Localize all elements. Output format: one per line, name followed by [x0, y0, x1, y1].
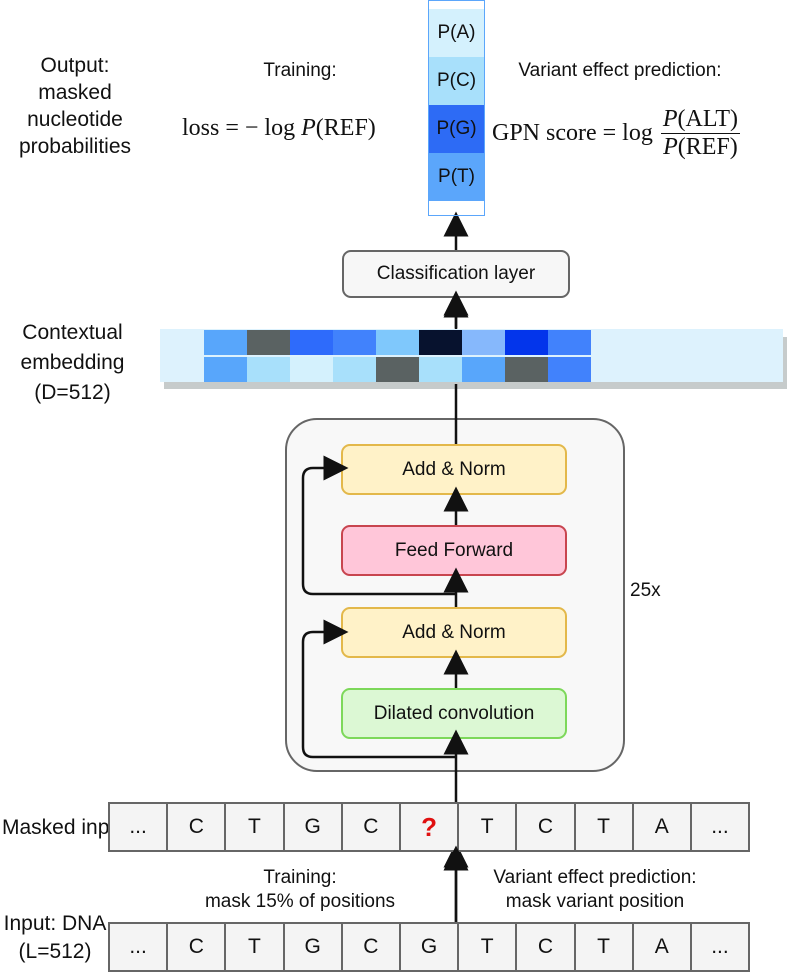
- embedding-row-2-cell: [419, 357, 462, 382]
- embedding-row-2-cell: [247, 357, 290, 382]
- nucleotide-cell: T: [226, 804, 285, 850]
- contextual-embedding-label: Contextual embedding (D=512): [20, 321, 125, 404]
- embedding-row-1-cell: [376, 330, 419, 355]
- nucleotide-cell: C: [343, 924, 401, 970]
- input-dna-label: Input: DNA (L=512): [3, 912, 107, 963]
- nucleotide-cell: ...: [110, 924, 169, 970]
- vep-mask-note: Variant effect prediction: mask variant …: [493, 867, 697, 912]
- embedding-row-1-cell: [548, 330, 591, 355]
- embedding-row-2-cell: [462, 357, 505, 382]
- prob-a: P(A): [429, 9, 484, 57]
- nucleotide-cell: C: [517, 924, 576, 970]
- masked-input-label: Masked input: [2, 816, 127, 839]
- output-label: Output: masked nucleotide probabilities: [18, 54, 132, 158]
- embedding-row-1-cell: [290, 330, 333, 355]
- embedding-row-2-cell: [333, 357, 376, 382]
- nucleotide-cell: G: [285, 804, 343, 850]
- nucleotide-cell: ...: [110, 804, 169, 850]
- nucleotide-cell: ...: [711, 935, 729, 958]
- nucleotide-cell: T: [576, 924, 634, 970]
- nucleotide-cell: T: [459, 804, 518, 850]
- nucleotide-cell: A: [634, 924, 692, 970]
- embedding-row-2: [204, 357, 591, 382]
- embedding-row-1: [204, 330, 591, 355]
- prob-t: P(T): [429, 153, 484, 201]
- embedding-row-2-cell: [548, 357, 591, 382]
- nucleotide-cell: C: [517, 804, 576, 850]
- gpn-score-formula: GPN score = log P(ALT) P(REF): [492, 106, 740, 160]
- add-norm-top: Add & Norm: [341, 444, 567, 495]
- embedding-row-1-cell: [204, 330, 247, 355]
- loss-formula: loss = − log P(REF): [182, 115, 376, 141]
- nucleotide-cell: T: [226, 924, 285, 970]
- vep-title: Variant effect prediction:: [518, 60, 722, 81]
- nucleotide-cell: A: [634, 804, 692, 850]
- nucleotide-cell: G: [285, 924, 343, 970]
- embedding-row-1-cell: [247, 330, 290, 355]
- nucleotide-cell: ...: [711, 815, 729, 838]
- training-title: Training:: [263, 60, 337, 81]
- embedding-row-1-cell: [505, 330, 548, 355]
- embedding-row-2-cell: [505, 357, 548, 382]
- embedding-row-1-cell: [333, 330, 376, 355]
- nucleotide-cell: C: [343, 804, 401, 850]
- nucleotide-cell: T: [459, 924, 518, 970]
- feed-forward: Feed Forward: [341, 525, 567, 576]
- nucleotide-cell: G: [401, 924, 460, 970]
- add-norm-bottom: Add & Norm: [341, 607, 567, 658]
- embedding-row-1-cell: [462, 330, 505, 355]
- nucleotide-cell: C: [168, 804, 227, 850]
- nucleotide-cell: T: [576, 804, 634, 850]
- embedding-row-2-cell: [376, 357, 419, 382]
- nucleotide-cell: C: [168, 924, 227, 970]
- embedding-row-1-cell: [419, 330, 462, 355]
- masked-nucleotide: ?: [401, 804, 460, 850]
- embedding-row-2-cell: [204, 357, 247, 382]
- prob-c: P(C): [429, 57, 484, 105]
- output-probabilities: P(A) P(C) P(G) P(T): [428, 0, 485, 216]
- embedding-row-2-cell: [290, 357, 333, 382]
- training-mask-note: Training: mask 15% of positions: [204, 867, 396, 912]
- classification-layer: Classification layer: [342, 250, 570, 298]
- repeat-count: 25x: [630, 580, 661, 601]
- dilated-convolution: Dilated convolution: [341, 688, 567, 739]
- prob-g: P(G): [429, 105, 484, 153]
